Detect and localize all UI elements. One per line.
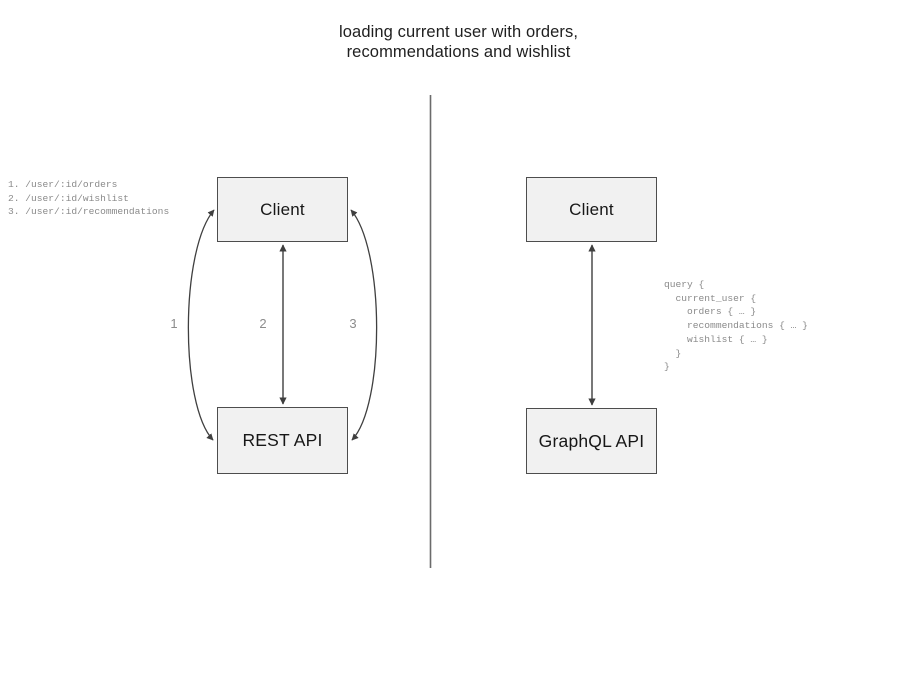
edge-label-3: 3 <box>349 316 357 331</box>
edge-3-connector <box>350 209 378 441</box>
edge-label-1: 1 <box>170 316 178 331</box>
edge-label-2: 2 <box>259 316 267 331</box>
graphql-query-snippet: query { current_user { orders { … } reco… <box>664 279 808 373</box>
page-title: loading current user with orders, recomm… <box>339 23 578 61</box>
node-graphql-api[interactable]: GraphQL API <box>526 408 657 474</box>
edge-1-connector <box>187 209 215 441</box>
node-client-rest[interactable]: Client <box>217 177 348 242</box>
rest-endpoint-list: 1. /user/:id/orders 2. /user/:id/wishlis… <box>8 179 170 218</box>
node-rest-api[interactable]: REST API <box>217 407 348 474</box>
node-client-graphql[interactable]: Client <box>526 177 657 242</box>
